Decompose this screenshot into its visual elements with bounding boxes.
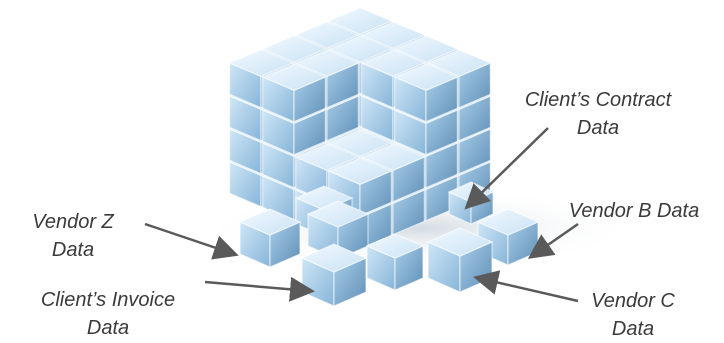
grid-cube (395, 64, 458, 122)
grid-cube (263, 64, 326, 122)
label-clients-contract: Client’s Contract Data (503, 86, 693, 142)
arrow-vendor-c (478, 278, 578, 301)
label-clients-invoice: Client’s Invoice Data (16, 286, 200, 342)
label-vendor-b: Vendor B Data (553, 197, 715, 225)
loose-cube (240, 209, 300, 267)
label-vendor-z: Vendor Z Data (14, 208, 132, 264)
loose-cube (428, 228, 492, 292)
label-vendor-c: Vendor C Data (580, 287, 686, 343)
loose-cube (302, 244, 366, 306)
arrow-clients-invoice (205, 282, 310, 291)
loose-cube (367, 234, 423, 290)
